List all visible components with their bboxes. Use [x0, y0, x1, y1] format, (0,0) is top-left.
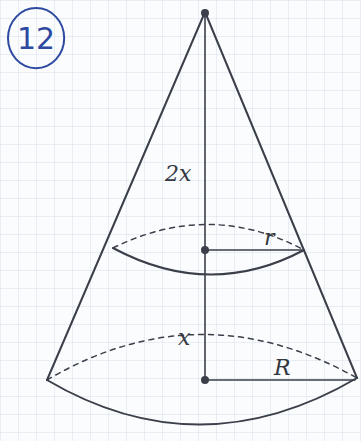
- cone-side: [47, 12, 205, 380]
- section-back-arc: [113, 224, 304, 250]
- cone-axis: [204, 12, 206, 380]
- cone-side: [205, 12, 357, 378]
- radius-label: r: [262, 226, 277, 250]
- apex-dot: [201, 9, 209, 17]
- circled-number: 12: [6, 6, 66, 70]
- height-label: 2x: [163, 162, 193, 186]
- center-dot: [201, 376, 209, 384]
- center-dot: [201, 246, 209, 254]
- section-radius: [205, 249, 302, 251]
- height-label: x: [176, 326, 192, 350]
- callout-number: 12: [17, 21, 55, 56]
- base-back-arc: [47, 334, 357, 380]
- section-front-arc: [113, 248, 304, 275]
- radius-label: R: [272, 356, 293, 380]
- base-front-arc: [47, 378, 357, 425]
